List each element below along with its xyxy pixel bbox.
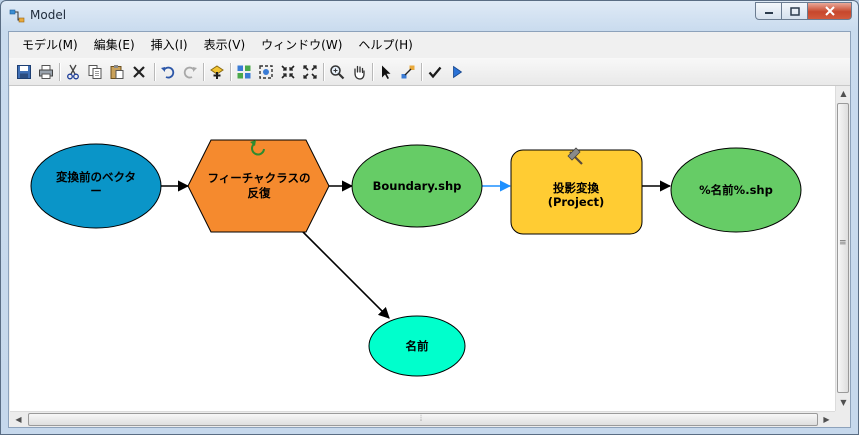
scroll-right-icon[interactable]: ▶ (823, 415, 830, 424)
node-boundary[interactable]: Boundary.shp (351, 144, 483, 228)
copy-button[interactable] (86, 63, 104, 81)
cut-button[interactable] (64, 63, 82, 81)
window-client: モデル(M) 編集(E) 挿入(I) 表示(V) ウィンドウ(W) ヘルプ(H) (8, 31, 851, 428)
output-shape (670, 147, 802, 233)
run-icon (453, 65, 463, 79)
zoom-icon (330, 65, 345, 80)
model-app-icon (9, 8, 25, 24)
boundary-label: Boundary.shp (373, 179, 462, 193)
menu-insert[interactable]: 挿入(I) (150, 38, 188, 52)
copy-icon (88, 65, 102, 79)
zoom-out-fixed-button[interactable] (301, 63, 319, 81)
scroll-down-icon[interactable]: ▼ (840, 398, 847, 407)
toolbar (9, 58, 850, 86)
input-vector-label-1: 変換前のベクタ (56, 170, 136, 184)
undo-button[interactable] (159, 63, 177, 81)
cut-icon (67, 64, 79, 80)
undo-icon (161, 66, 175, 79)
output-label: %名前%.shp (699, 183, 773, 197)
iterate-icon (250, 140, 265, 156)
menu-edit[interactable]: 編集(E) (93, 38, 135, 52)
connect-button[interactable] (399, 63, 417, 81)
auto-layout-button[interactable] (235, 63, 253, 81)
connect-icon (401, 65, 415, 79)
node-name[interactable]: 名前 (368, 315, 466, 377)
close-button[interactable] (808, 2, 852, 20)
input-vector-shape (30, 143, 162, 229)
zoom-in-fixed-button[interactable] (279, 63, 297, 81)
pan-icon (354, 65, 365, 80)
zoom-in-fixed-icon (281, 65, 295, 79)
save-button[interactable] (15, 63, 33, 81)
vertical-scroll-thumb[interactable]: ≡ (837, 103, 849, 393)
window-title: Model (30, 8, 67, 22)
vertical-grip-icon: ≡ (839, 238, 847, 248)
hammer-icon (567, 147, 583, 165)
node-iterator[interactable]: フィーチャクラスの 反復 (187, 139, 330, 233)
connector-iterator-to-name[interactable] (296, 225, 390, 319)
menu-bar: モデル(M) 編集(E) 挿入(I) 表示(V) ウィンドウ(W) ヘルプ(H) (9, 32, 850, 58)
save-icon (17, 65, 31, 79)
select-icon (382, 65, 391, 79)
redo-icon (183, 66, 197, 79)
minimize-icon (764, 12, 773, 14)
minimize-button[interactable] (755, 2, 782, 20)
node-input-vector[interactable]: 変換前のベクタ ー (30, 143, 162, 229)
iterator-label-1: フィーチャクラスの (208, 171, 311, 185)
full-extent-icon (259, 65, 273, 79)
model-canvas[interactable]: 変換前のベクタ ー フィーチャクラスの 反復 Boundary.sh (10, 86, 835, 411)
vertical-scrollbar[interactable]: ▲ ≡ ▼ (835, 86, 850, 411)
menu-help[interactable]: ヘルプ(H) (358, 38, 413, 52)
model-diagram: 変換前のベクタ ー フィーチャクラスの 反復 Boundary.sh (30, 139, 802, 377)
scroll-left-icon[interactable]: ◀ (15, 415, 22, 424)
zoom-out-fixed-icon (303, 65, 317, 79)
validate-icon (428, 66, 442, 79)
zoom-button[interactable] (328, 63, 346, 81)
maximize-button[interactable] (782, 2, 808, 20)
print-icon (39, 65, 53, 79)
print-button[interactable] (37, 63, 55, 81)
paste-button[interactable] (108, 63, 126, 81)
full-extent-button[interactable] (257, 63, 275, 81)
paste-icon (110, 65, 124, 79)
scroll-up-icon[interactable]: ▲ (840, 89, 847, 98)
node-project[interactable]: 投影変換 (Project) (510, 147, 643, 235)
delete-icon (133, 66, 145, 78)
maximize-icon (789, 6, 800, 16)
name-shape (368, 315, 466, 377)
redo-button[interactable] (181, 63, 199, 81)
delete-button[interactable] (130, 63, 148, 81)
boundary-shape (351, 144, 483, 228)
horizontal-scroll-thumb[interactable]: ⦙ (28, 413, 818, 426)
name-label: 名前 (406, 339, 429, 353)
input-vector-label-2: ー (90, 184, 102, 198)
project-label-2: (Project) (548, 195, 605, 209)
validate-button[interactable] (426, 63, 444, 81)
add-data-icon (210, 65, 224, 79)
scrollbar-corner (835, 411, 850, 427)
add-data-button[interactable] (208, 63, 226, 81)
auto-layout-icon (237, 65, 251, 79)
menu-view[interactable]: 表示(V) (203, 38, 246, 52)
pan-button[interactable] (350, 63, 368, 81)
iterator-shape (187, 139, 330, 233)
title-bar[interactable]: Model (1, 1, 858, 31)
horizontal-grip-icon: ⦙ (420, 414, 423, 424)
menu-window[interactable]: ウィンドウ(W) (261, 38, 343, 52)
menu-model[interactable]: モデル(M) (22, 38, 78, 52)
select-button[interactable] (377, 63, 395, 81)
iterator-label-2: 反復 (248, 186, 271, 200)
node-output[interactable]: %名前%.shp (670, 147, 802, 233)
run-button[interactable] (448, 63, 466, 81)
horizontal-scrollbar[interactable]: ◀ ⦙ ▶ (10, 411, 835, 427)
close-icon (824, 6, 835, 16)
project-label-1: 投影変換 (553, 181, 599, 195)
